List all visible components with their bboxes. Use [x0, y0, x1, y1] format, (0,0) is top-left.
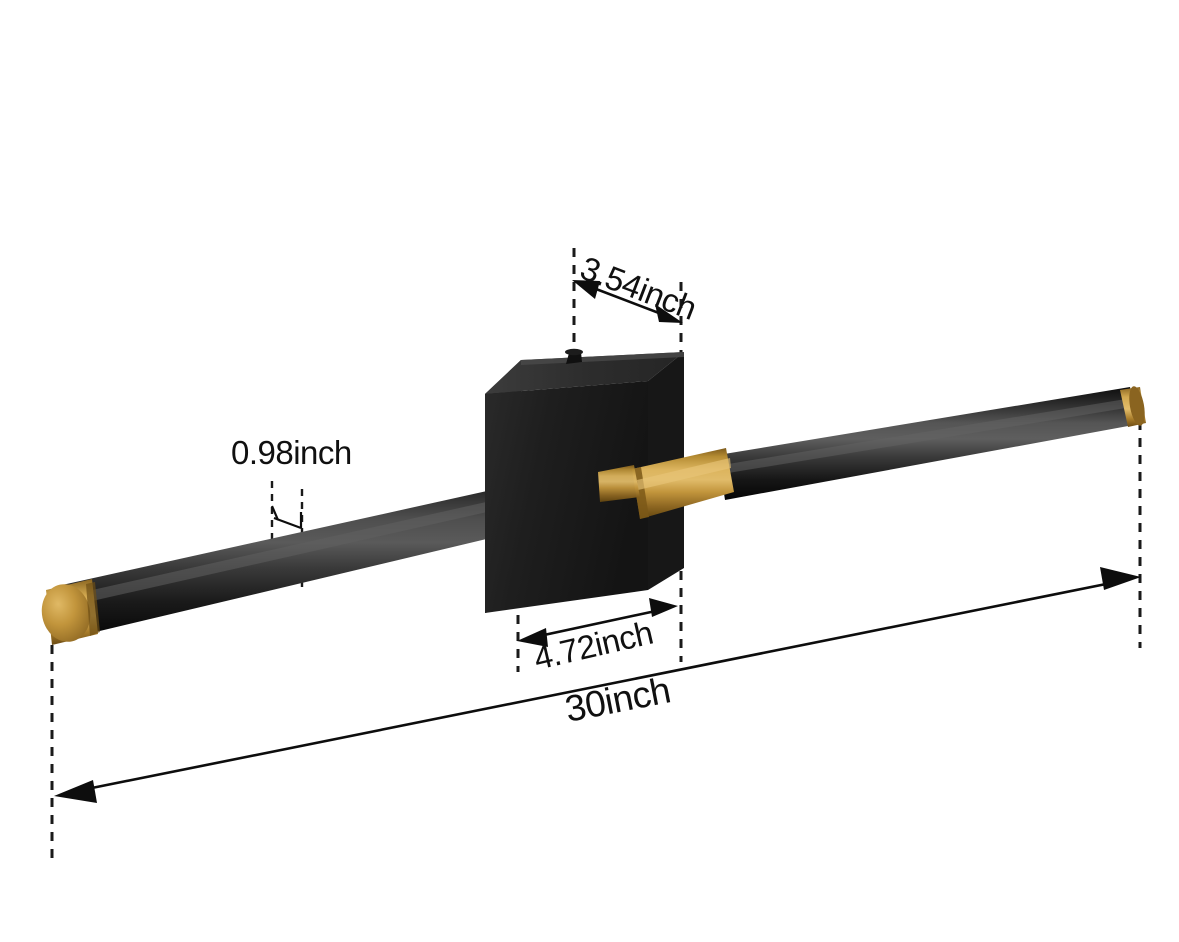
tube-right-segment: [718, 387, 1139, 500]
dimension-plate-width-line: [529, 607, 666, 640]
left-end-cap-shadow-edge: [86, 582, 100, 636]
tube-right-highlight: [722, 398, 1132, 474]
dimension-plate-width-arrow-right: [649, 598, 678, 617]
dimension-diameter-label: 0.98inch: [231, 434, 352, 471]
dimension-plate-width: 4.72inch: [517, 598, 678, 677]
center-collar: [598, 448, 734, 519]
tube-left-highlight: [70, 477, 598, 606]
dimension-overall-length-label: 30inch: [562, 669, 674, 729]
tube-body: [62, 466, 600, 640]
dimension-depth-arrow-right: [655, 304, 683, 323]
dimension-overall-length-line: [71, 578, 1127, 794]
dimension-depth-arrow-left: [572, 280, 600, 299]
tube-right-group: [718, 387, 1139, 500]
left-end-cap: [41, 579, 100, 645]
center-collar-highlight: [637, 458, 731, 490]
right-end-cap: [1120, 386, 1146, 427]
cable-nub: [566, 352, 582, 364]
dimension-diameter: 0.98inch: [231, 434, 352, 530]
dimension-overall-length-arrow-left: [54, 780, 97, 803]
left-end-cap-face: [41, 584, 91, 642]
dimension-depth: 3.54inch: [572, 249, 701, 327]
dimension-plate-width-arrow-left: [517, 628, 548, 647]
dimension-depth-label: 3.54inch: [575, 249, 701, 327]
dimension-overall-length-arrow-right: [1100, 567, 1141, 590]
cable-nub-cap: [565, 348, 583, 356]
dimension-diameter-tick-left: [270, 505, 280, 521]
center-collar-flange: [598, 465, 640, 502]
right-end-cap-face: [1129, 386, 1145, 426]
mount-plate-top-edge-highlight: [521, 352, 684, 365]
mount-plate-front-face: [485, 381, 648, 613]
